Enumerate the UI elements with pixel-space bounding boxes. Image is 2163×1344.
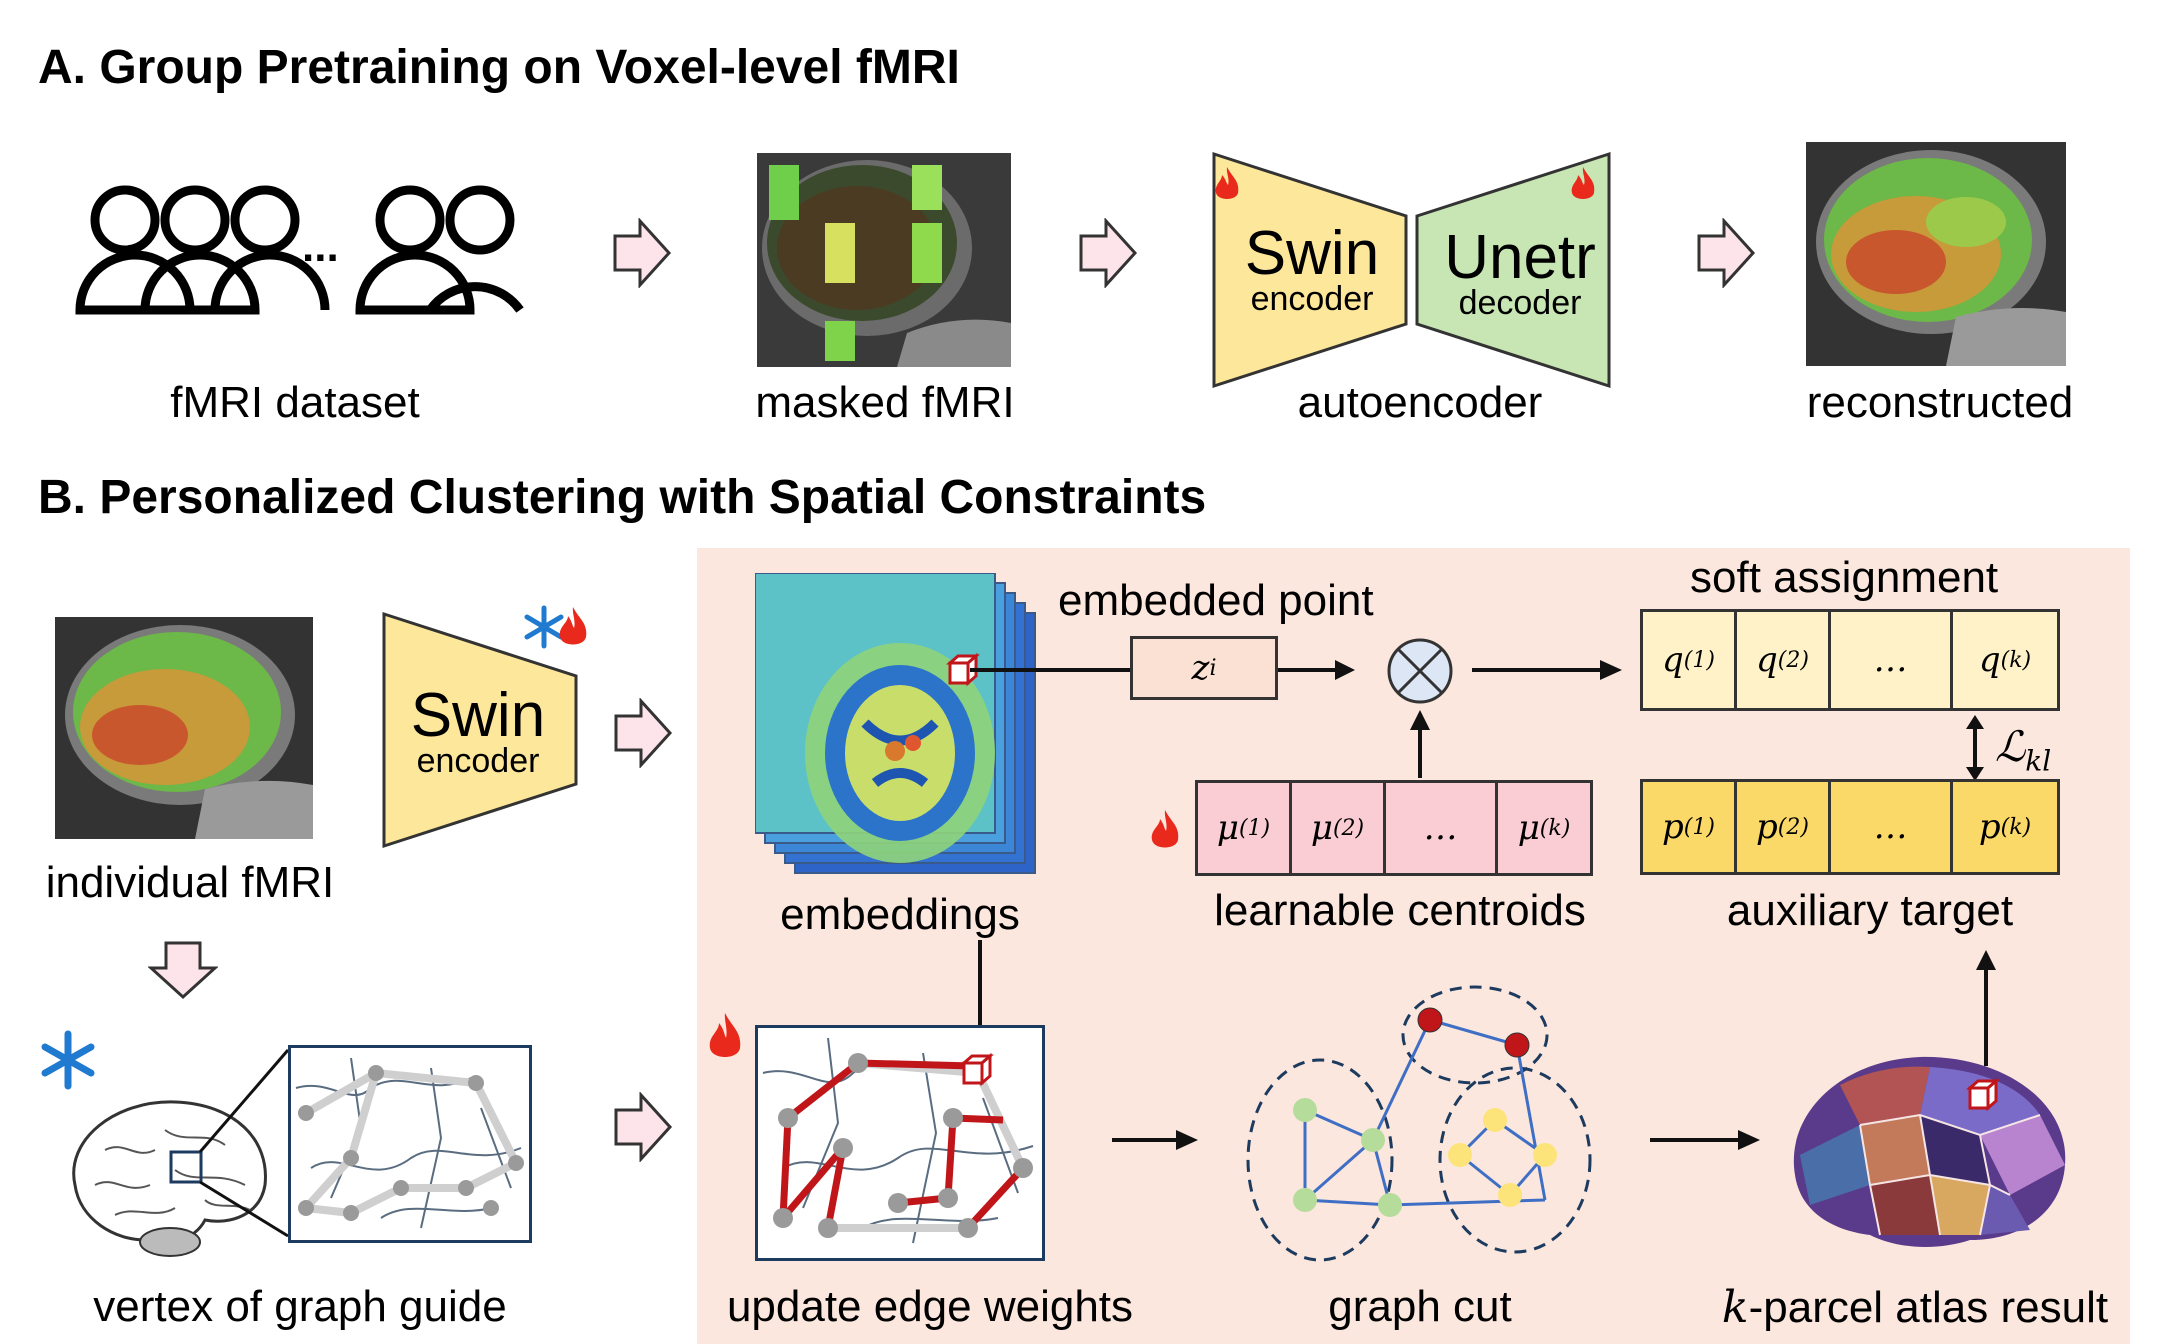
kl-loss-label: ℒkl [1995, 722, 2052, 778]
autoencoder-caption: autoencoder [1297, 378, 1543, 427]
unetr-decoder-shape [1415, 151, 1611, 389]
embedded-point-arrow [970, 660, 1355, 680]
brain-sketch-icon [72, 1100, 267, 1257]
mu-cell: μ(k) [1517, 808, 1571, 848]
encoder-name: Swin [410, 681, 546, 750]
encoder-name: Swin [1244, 219, 1380, 288]
people-group-icon [75, 185, 524, 315]
embeddings-stack [755, 573, 1036, 874]
q-vector: q(1) q(2) … q(k) [1640, 609, 2060, 711]
atlas-caption-text: -parcel atlas result [1748, 1283, 2109, 1332]
masked-caption: masked fMRI [755, 378, 1015, 427]
section-a-title: A. Group Pretraining on Voxel-level fMRI [38, 41, 960, 94]
dataset-caption: fMRI dataset [170, 378, 420, 427]
voxel-cube-icon [1966, 1078, 2000, 1112]
q-cell: q(2) [1737, 612, 1831, 708]
mu-cell: μ(1) [1198, 783, 1292, 873]
kl-double-arrow [1966, 715, 1984, 781]
flame-icon [559, 607, 587, 645]
mu-cell: … [1386, 783, 1498, 873]
flow-arrow-icon [614, 1092, 673, 1162]
individual-caption: individual fMRI [45, 858, 335, 907]
graph-cut-caption: graph cut [1328, 1282, 1512, 1331]
centroids-caption: learnable centroids [1214, 886, 1586, 935]
graph-guide-caption: vertex of graph guide [93, 1282, 507, 1331]
p-vector: p(1) p(2) … p(k) [1640, 779, 2060, 875]
edge-weights-box [755, 1025, 1045, 1261]
flame-icon [709, 1013, 741, 1057]
zi-subscript: i [1209, 655, 1217, 681]
arrow-to-q [1472, 660, 1622, 680]
graph-cut-diagram [1246, 985, 1592, 1262]
auxiliary-caption: auxiliary target [1726, 886, 2014, 935]
embedded-point-label: embedded point [1058, 576, 1374, 625]
embeddings-caption: embeddings [780, 890, 1020, 939]
update-caption: update edge weights [726, 1282, 1134, 1331]
voxel-cube-icon [960, 1053, 994, 1087]
reconstructed-caption: reconstructed [1806, 378, 2074, 427]
q-cell: q(k) [1978, 640, 2032, 680]
flame-icon [1151, 810, 1179, 848]
mu-vector: μ(1) μ(2) … μ(k) [1195, 780, 1593, 876]
zi-symbol: z [1191, 648, 1210, 688]
section-b-title: B. Personalized Clustering with Spatial … [38, 471, 1207, 524]
arrow-to-atlas [1650, 1130, 1760, 1150]
snowflake-icon [524, 605, 564, 649]
arrow-centroids-up [1410, 710, 1430, 778]
snowflake-icon [41, 1030, 95, 1090]
decoder-sub: decoder [1458, 284, 1582, 322]
flow-arrow-icon [613, 218, 672, 288]
p-cell: p(k) [1978, 807, 2032, 847]
arrow-to-graphcut [1112, 1130, 1198, 1150]
encoder-sub: encoder [416, 742, 540, 780]
q-cell: q(1) [1643, 612, 1737, 708]
arrow-atlas-up [1976, 950, 1996, 1066]
soft-assignment-label: soft assignment [1690, 553, 1999, 602]
atlas-caption: k-parcel atlas result [1700, 1282, 2130, 1333]
p-cell: … [1831, 782, 1953, 872]
p-cell: p(2) [1737, 782, 1831, 872]
zoom-lines [198, 1049, 290, 1238]
atlas-brain-image [1793, 1056, 2066, 1247]
flame-icon [1571, 167, 1595, 199]
swin-encoder-shape [1212, 151, 1408, 389]
graph-guide-box [288, 1045, 532, 1243]
flow-arrow-icon [1079, 218, 1138, 288]
decoder-name: Unetr [1444, 223, 1596, 292]
q-cell: … [1831, 612, 1953, 708]
otimes-icon [1387, 638, 1453, 704]
p-cell: p(1) [1643, 782, 1737, 872]
down-arrow-icon [148, 941, 218, 1000]
flow-arrow-icon [1697, 218, 1756, 288]
flame-icon [1215, 167, 1239, 199]
individual-fmri-image [55, 617, 313, 839]
masked-fmri-image [757, 153, 1011, 367]
atlas-k: k [1721, 1282, 1749, 1333]
swin-encoder-shape [382, 611, 578, 849]
dataset-ellipsis: ... [302, 222, 339, 271]
flow-arrow-icon [614, 698, 673, 768]
reconstructed-fmri-image [1806, 142, 2066, 366]
encoder-sub: encoder [1250, 280, 1374, 318]
mu-cell: μ(2) [1292, 783, 1386, 873]
